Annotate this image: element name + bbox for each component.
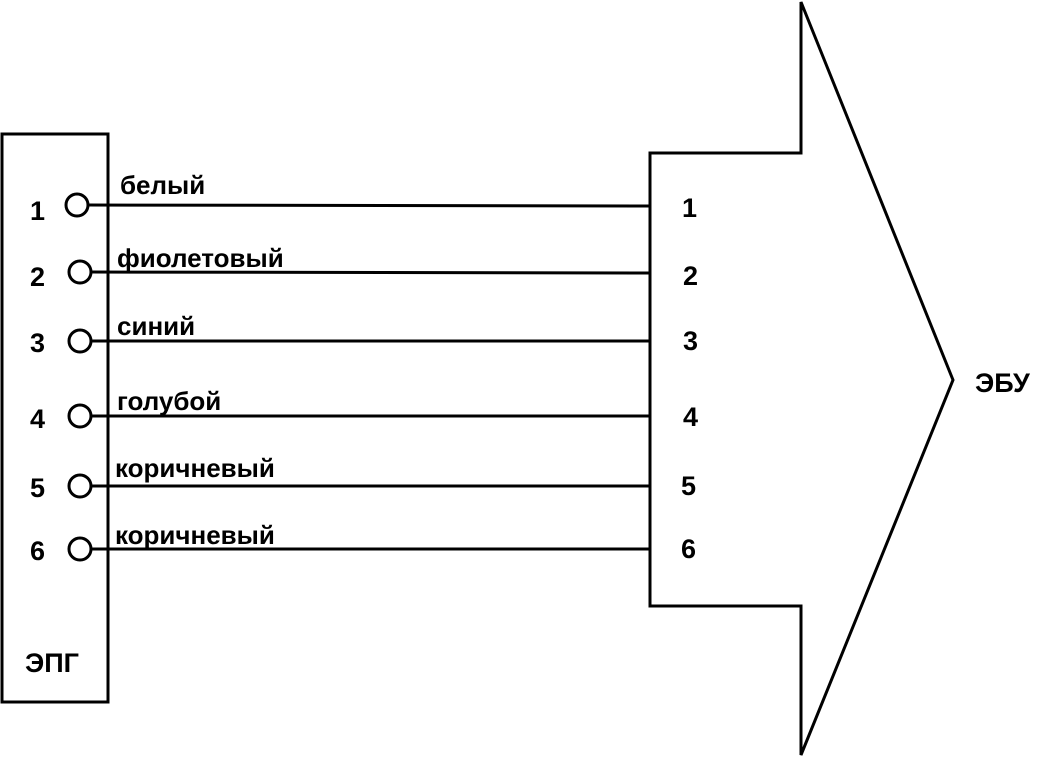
- epg-pin-number: 1: [30, 196, 45, 226]
- wire-row-1: 1 белый 1: [30, 170, 697, 226]
- wire-color-label: коричневый: [115, 453, 275, 483]
- ecu-arrow-block: [648, 1, 955, 756]
- epg-pin-terminal: [67, 328, 93, 354]
- epg-pin-terminal: [67, 536, 93, 562]
- epg-title: ЭПГ: [25, 648, 79, 678]
- wire: [90, 270, 651, 275]
- epg-pin-number: 2: [30, 262, 45, 292]
- wire-row-4: 4 голубой 4: [30, 386, 698, 434]
- wire-row-6: 6 коричневый 6: [30, 520, 696, 566]
- epg-pin-number: 3: [30, 328, 45, 358]
- epg-pin-terminal: [67, 473, 93, 499]
- epg-pin-terminal: [64, 192, 90, 218]
- epg-pin-number: 6: [30, 536, 45, 566]
- epg-pin-terminal: [67, 403, 93, 429]
- ecu-pin-number: 3: [683, 326, 698, 356]
- wire-color-label: белый: [120, 170, 205, 200]
- wire: [87, 203, 651, 208]
- epg-connector-block: [0, 132, 110, 704]
- wire-row-5: 5 коричневый 5: [30, 453, 696, 503]
- ecu-pin-number: 6: [681, 534, 696, 564]
- ecu-pin-number: 5: [681, 471, 696, 501]
- epg-pin-number: 4: [30, 404, 45, 434]
- epg-pin-terminal: [67, 259, 93, 285]
- epg-pin-number: 5: [30, 473, 45, 503]
- wire-color-label: голубой: [117, 386, 221, 416]
- ecu-pin-number: 2: [683, 261, 698, 291]
- wire-row-2: 2 фиолетовый 2: [30, 243, 698, 292]
- wire-color-label: коричневый: [115, 520, 275, 550]
- ecu-pin-number: 1: [682, 193, 697, 223]
- wire-color-label: синий: [117, 311, 195, 341]
- ecu-title: ЭБУ: [975, 368, 1031, 398]
- wire-color-label: фиолетовый: [117, 243, 284, 273]
- ecu-pin-number: 4: [683, 402, 698, 432]
- wire-row-3: 3 синий 3: [30, 311, 698, 358]
